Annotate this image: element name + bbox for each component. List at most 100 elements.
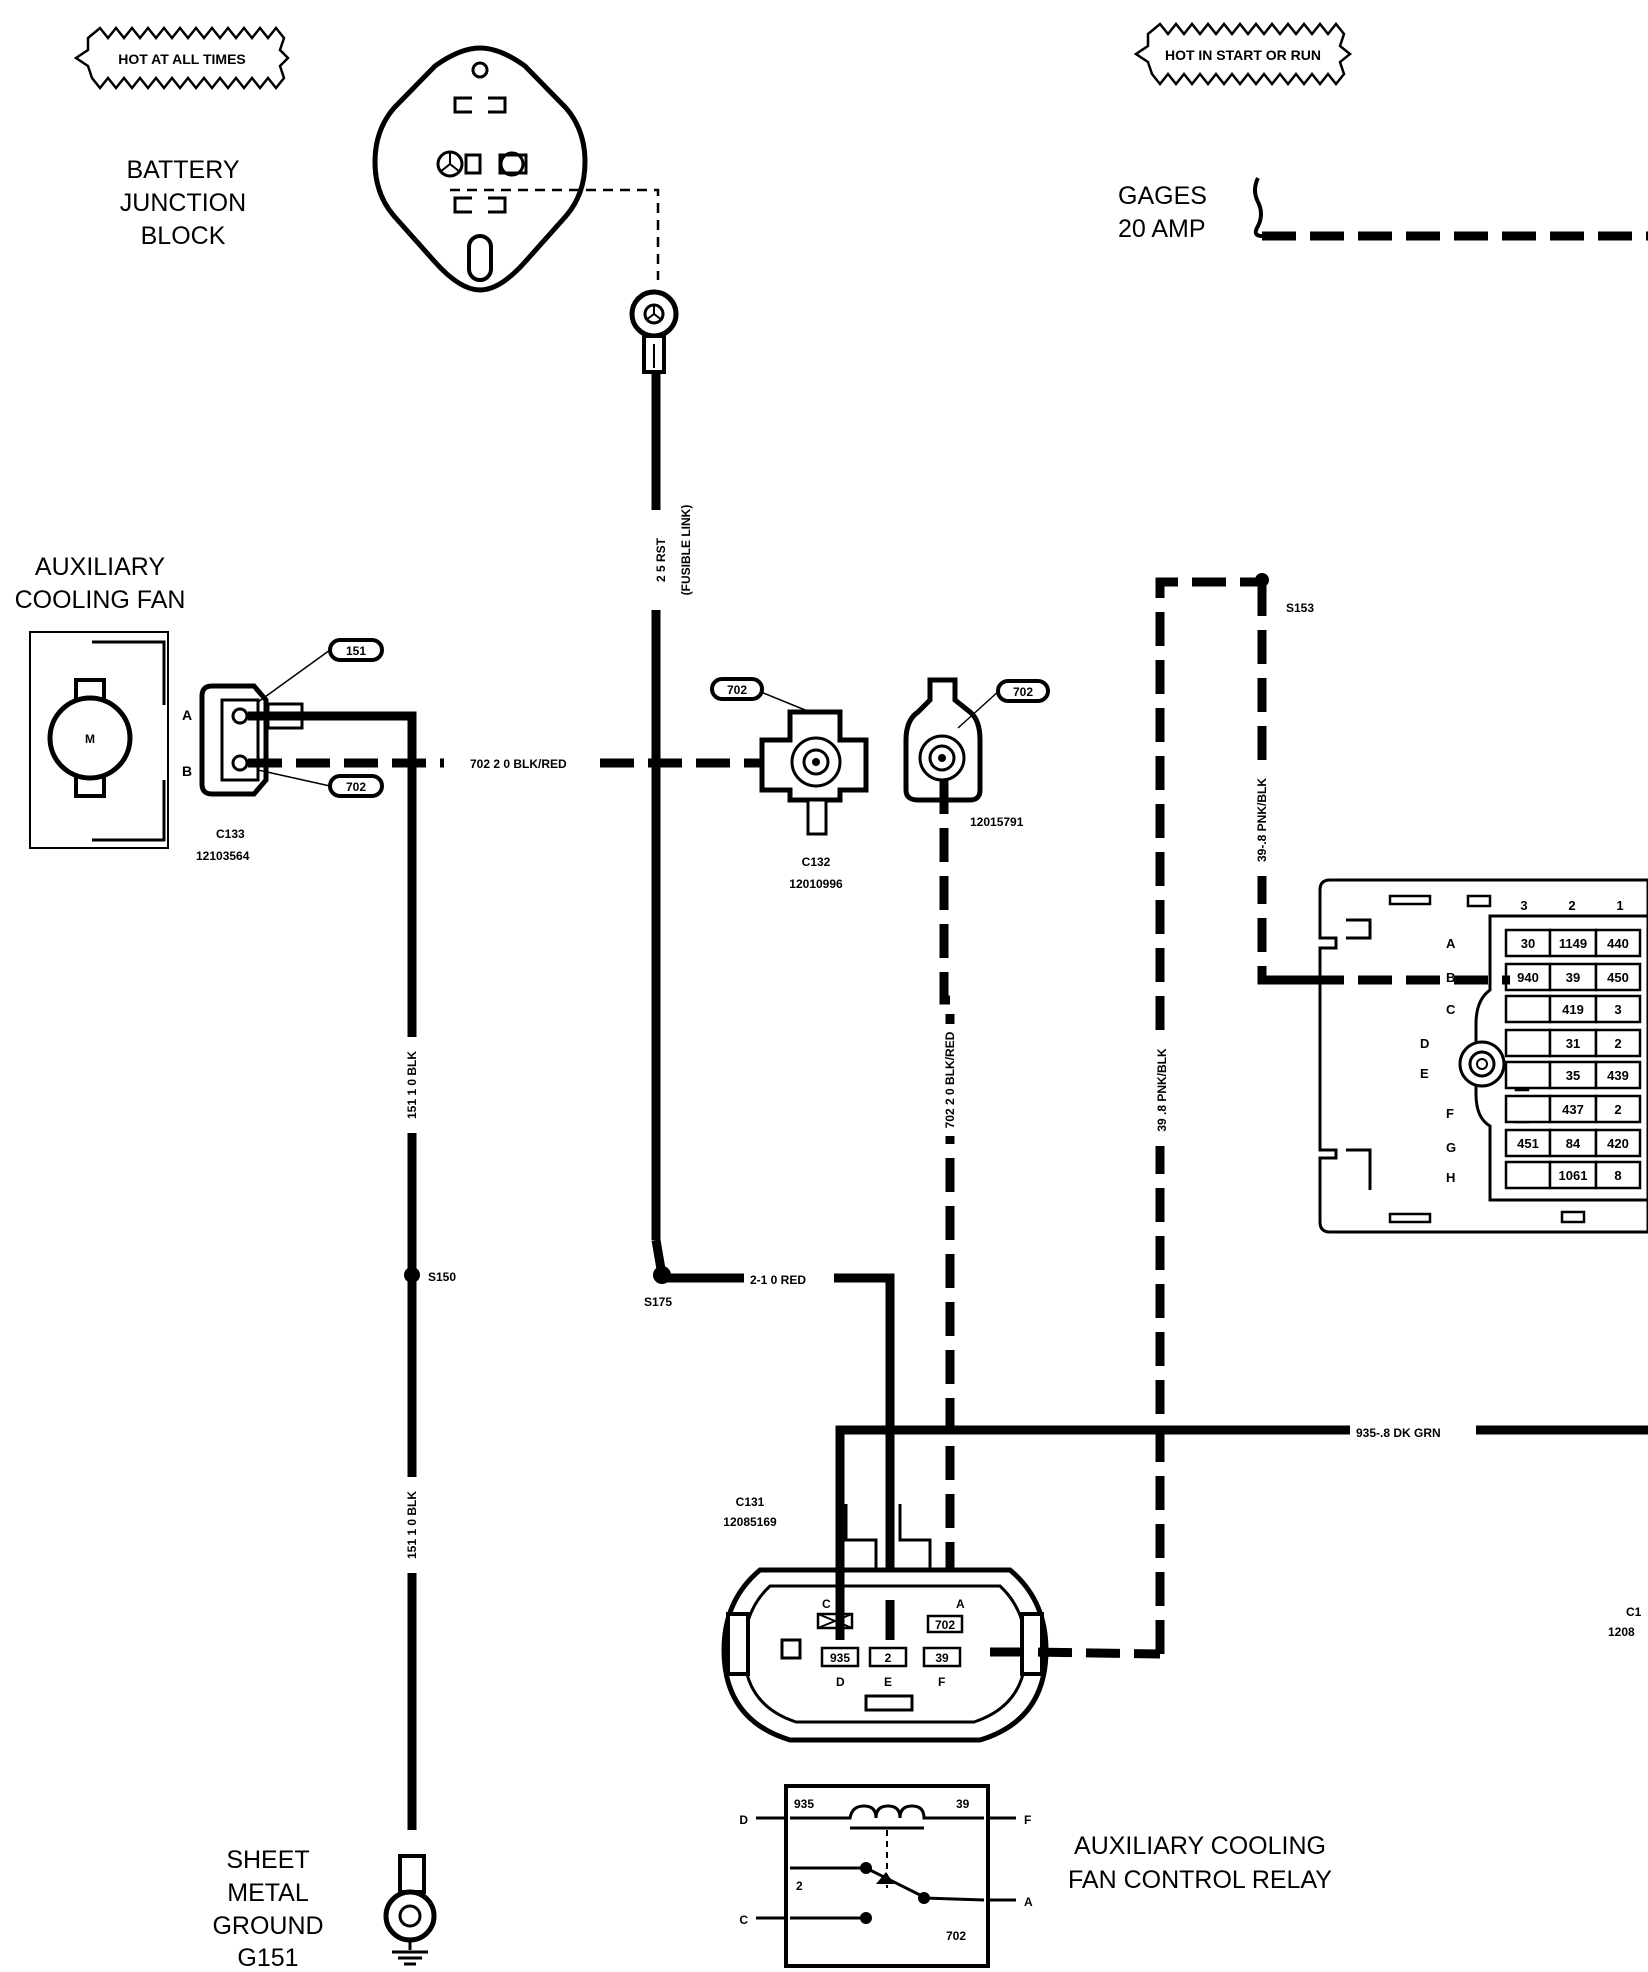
fuse-cell <box>1504 1060 1552 1090</box>
fuse-cell-value: 35 <box>1566 1068 1580 1083</box>
svg-text:C: C <box>1446 1002 1456 1017</box>
svg-text:A: A <box>1446 936 1456 951</box>
svg-text:AUXILIARY: AUXILIARY <box>35 553 165 581</box>
fuse-cell <box>1594 1128 1642 1158</box>
c131-pin-f: F <box>938 1675 945 1689</box>
c131-pin-a-circuit: 702 <box>935 1618 955 1632</box>
svg-text:935: 935 <box>794 1797 814 1811</box>
svg-text:G151: G151 <box>237 1944 298 1972</box>
c133-pin-a: A <box>182 707 192 723</box>
fuse-cell-value: 420 <box>1607 1136 1629 1151</box>
fuse-cell-value: 450 <box>1607 970 1629 985</box>
fuse-cell-value: 30 <box>1521 936 1535 951</box>
svg-text:D: D <box>739 1813 748 1827</box>
fuse-cell-value: 940 <box>1517 970 1539 985</box>
svg-text:METAL: METAL <box>227 1879 309 1907</box>
red-wire <box>651 1239 895 1600</box>
battery-junction-block <box>372 45 660 293</box>
c133-pin-b: B <box>182 763 192 779</box>
fuse-cell-value: 39 <box>1566 970 1580 985</box>
fuse-cell <box>1594 994 1642 1024</box>
svg-text:C: C <box>739 1913 748 1927</box>
black-wire-upper-label: 151 1 0 BLK <box>405 1051 419 1119</box>
svg-text:B: B <box>1446 970 1455 985</box>
svg-text:20 AMP: 20 AMP <box>1118 215 1206 243</box>
c131-pin-c: C <box>822 1597 831 1611</box>
c131-pin-f-circuit: 39 <box>935 1651 949 1665</box>
svg-text:FAN CONTROL RELAY: FAN CONTROL RELAY <box>1068 1866 1332 1894</box>
svg-text:2: 2 <box>796 1879 803 1893</box>
c131-label: C131 <box>736 1495 765 1509</box>
auxiliary-cooling-fan: M <box>29 631 169 849</box>
pink-black-wire-lower <box>1155 577 1262 1654</box>
motor-symbol: M <box>85 732 95 746</box>
ring-terminal-battery <box>629 289 679 374</box>
svg-text:BATTERY: BATTERY <box>127 156 240 184</box>
c131-pin-e-circuit: 2 <box>885 1651 892 1665</box>
blk-red-wire-vertical <box>939 780 955 1640</box>
fuse-cell <box>1548 1094 1598 1124</box>
fuse-cell <box>1548 1028 1598 1058</box>
svg-text:F: F <box>1446 1106 1454 1121</box>
relay-label: AUXILIARY COOLING FAN CONTROL RELAY <box>1068 1832 1332 1894</box>
svg-text:G: G <box>1446 1140 1456 1155</box>
fuse-cell <box>1548 994 1598 1024</box>
svg-text:151: 151 <box>346 644 366 658</box>
fuse-cell-value: 437 <box>1562 1102 1584 1117</box>
svg-text:SHEET: SHEET <box>226 1846 309 1874</box>
fuse-cell <box>1504 1094 1552 1124</box>
black-ground-wire <box>248 711 417 1830</box>
svg-text:12085169: 12085169 <box>723 1515 777 1529</box>
svg-text:12103564: 12103564 <box>196 849 250 863</box>
svg-text:E: E <box>1420 1066 1429 1081</box>
auxiliary-cooling-fan-control-relay: D F C A 935 39 2 702 <box>739 1784 1033 1968</box>
fuse-cell-value: 31 <box>1566 1036 1580 1051</box>
svg-text:1208: 1208 <box>1608 1625 1635 1639</box>
blk-red-wire-vertical-label: 702 2 0 BLK/RED <box>943 1031 957 1128</box>
svg-text:GROUND: GROUND <box>212 1912 323 1940</box>
fuse-cell <box>1594 1028 1642 1058</box>
c133-callout-702 <box>328 774 384 798</box>
fuse-cell-value: 439 <box>1607 1068 1629 1083</box>
svg-text:39: 39 <box>956 1797 970 1811</box>
svg-text:F: F <box>1024 1813 1031 1827</box>
svg-text:BLOCK: BLOCK <box>141 222 226 250</box>
fuse-cell <box>1548 962 1598 992</box>
splice-s153 <box>1255 573 1269 587</box>
fuse-cell-value: 8 <box>1614 1168 1621 1183</box>
fuse-cell <box>1594 928 1642 958</box>
fuse-cell <box>1548 1160 1598 1190</box>
c132-callout-702 <box>710 677 764 701</box>
fusible-link-wire-label: 2 5 RST <box>654 537 668 582</box>
svg-text:2: 2 <box>1568 898 1575 913</box>
svg-text:GAGES: GAGES <box>1118 182 1207 210</box>
hot-at-all-times-banner: HOT AT ALL TIMES <box>73 25 290 91</box>
splice-s153-label: S153 <box>1286 601 1314 615</box>
auxiliary-cooling-fan-label: AUXILIARY COOLING FAN <box>15 553 186 614</box>
fuse-block-row-letters: A B C D E F G H <box>1420 936 1456 1185</box>
fuse-cell-value: 2 <box>1614 1102 1621 1117</box>
svg-text:JUNCTION: JUNCTION <box>120 189 246 217</box>
splice-s150-label: S150 <box>428 1270 456 1284</box>
fuse-cell <box>1548 1060 1598 1090</box>
pink-black-wire-lower-label: 39 .8 PNK/BLK <box>1155 1048 1169 1132</box>
hot-at-all-times-label: HOT AT ALL TIMES <box>118 51 246 67</box>
svg-text:3: 3 <box>1520 898 1527 913</box>
fuse-cell <box>1594 1094 1642 1124</box>
pink-black-wire-upper-label: 39-.8 PNK/BLK <box>1255 778 1269 862</box>
svg-text:702: 702 <box>946 1929 966 1943</box>
fuse-cell-value: 84 <box>1566 1136 1581 1151</box>
svg-text:C132: C132 <box>802 855 831 869</box>
svg-text:A: A <box>1024 1895 1033 1909</box>
fuse-cell <box>1594 1060 1642 1090</box>
battery-junction-block-label: BATTERY JUNCTION BLOCK <box>120 156 246 250</box>
fuse-cell <box>1504 994 1552 1024</box>
c131-pin-a: A <box>956 1597 965 1611</box>
svg-text:702: 702 <box>346 780 366 794</box>
fuse-cell <box>1594 962 1642 992</box>
svg-text:702: 702 <box>1013 685 1033 699</box>
svg-text:COOLING FAN: COOLING FAN <box>15 586 186 614</box>
svg-text:D: D <box>1420 1036 1429 1051</box>
fuse-cell-value: 419 <box>1562 1002 1584 1017</box>
